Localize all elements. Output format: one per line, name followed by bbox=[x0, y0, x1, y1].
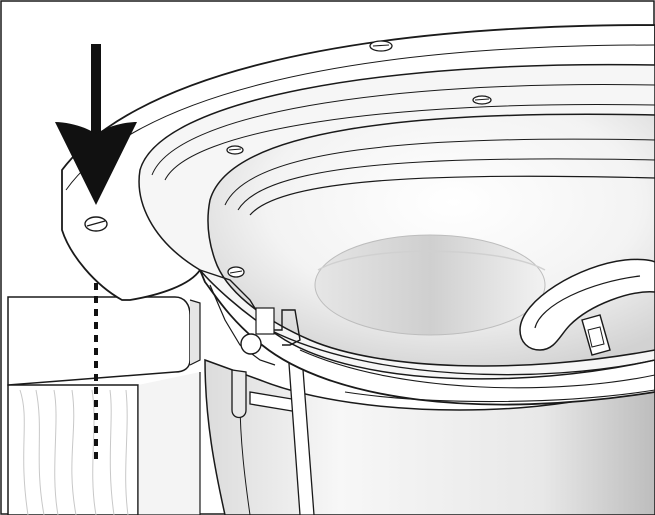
screw-holes bbox=[84, 40, 492, 278]
screw-head-icon bbox=[226, 145, 244, 155]
drain-opening bbox=[314, 234, 546, 336]
screw-head-icon bbox=[227, 266, 245, 278]
wood-grain bbox=[19, 389, 129, 515]
cabinet-side-panel bbox=[137, 372, 201, 515]
cabinet-wood-panel bbox=[7, 384, 139, 515]
screw-head-icon bbox=[472, 95, 492, 105]
screw-head-icon bbox=[369, 40, 393, 52]
strainer-handle bbox=[519, 258, 655, 356]
clamp-section bbox=[199, 269, 301, 366]
screw-head-icon bbox=[84, 216, 108, 232]
countertop bbox=[7, 296, 201, 386]
clamp-roller bbox=[240, 333, 262, 355]
down-arrow-icon bbox=[55, 44, 137, 205]
